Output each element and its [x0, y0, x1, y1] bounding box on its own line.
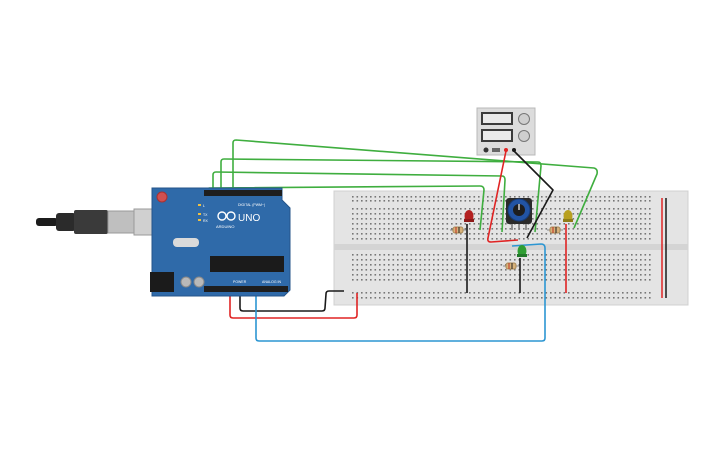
atmega-chip [210, 256, 284, 272]
black-supply-wire [513, 150, 554, 239]
digital-header-label: DIGITAL (PWM~) [238, 203, 265, 207]
usb-cable [36, 208, 157, 236]
reset-button-icon[interactable] [156, 191, 168, 203]
power-analog-header [204, 286, 288, 292]
resistor-3 [503, 262, 519, 270]
arduino-uno-board: UNO ARDUINO DIGITAL (PWM~) POWER ANALOG … [150, 187, 291, 297]
board-brand-text: ARDUINO [216, 224, 234, 229]
capacitor-1 [180, 276, 192, 288]
tx-led [198, 213, 201, 215]
capacitor-2 [193, 276, 205, 288]
crystal-oscillator [173, 238, 199, 247]
led-red [464, 210, 474, 222]
arduino-logo-icon [217, 211, 236, 221]
l-label: L [203, 204, 205, 208]
led-yellow [563, 210, 573, 222]
wires [208, 139, 598, 342]
voltage-knob [518, 113, 530, 125]
red-supply-wire [487, 150, 519, 243]
current-knob [518, 130, 530, 142]
black-power-wire [239, 290, 344, 312]
rx-led [198, 219, 201, 221]
rx-label: RX [203, 219, 209, 223]
analog-header-label: ANALOG IN [262, 280, 282, 284]
led-green [517, 245, 527, 257]
breadboard-holes [352, 196, 651, 299]
green-wire-1 [212, 171, 506, 233]
blue-analog-wire [255, 243, 546, 342]
digital-header [204, 190, 282, 196]
potentiometer [506, 198, 532, 230]
red-power-wire [229, 290, 358, 319]
green-wire-4 [208, 185, 485, 231]
l-led [198, 204, 201, 206]
green-wire-3 [232, 139, 598, 229]
resistor-1 [450, 226, 466, 234]
components [450, 198, 573, 270]
tx-label: TX [203, 213, 208, 217]
power-header-label: POWER [233, 280, 247, 284]
board-logo-text: UNO [238, 213, 260, 224]
power-jack [150, 272, 174, 292]
power-supply [476, 107, 536, 156]
power-switch [483, 147, 489, 153]
resistor-2 [547, 226, 563, 234]
